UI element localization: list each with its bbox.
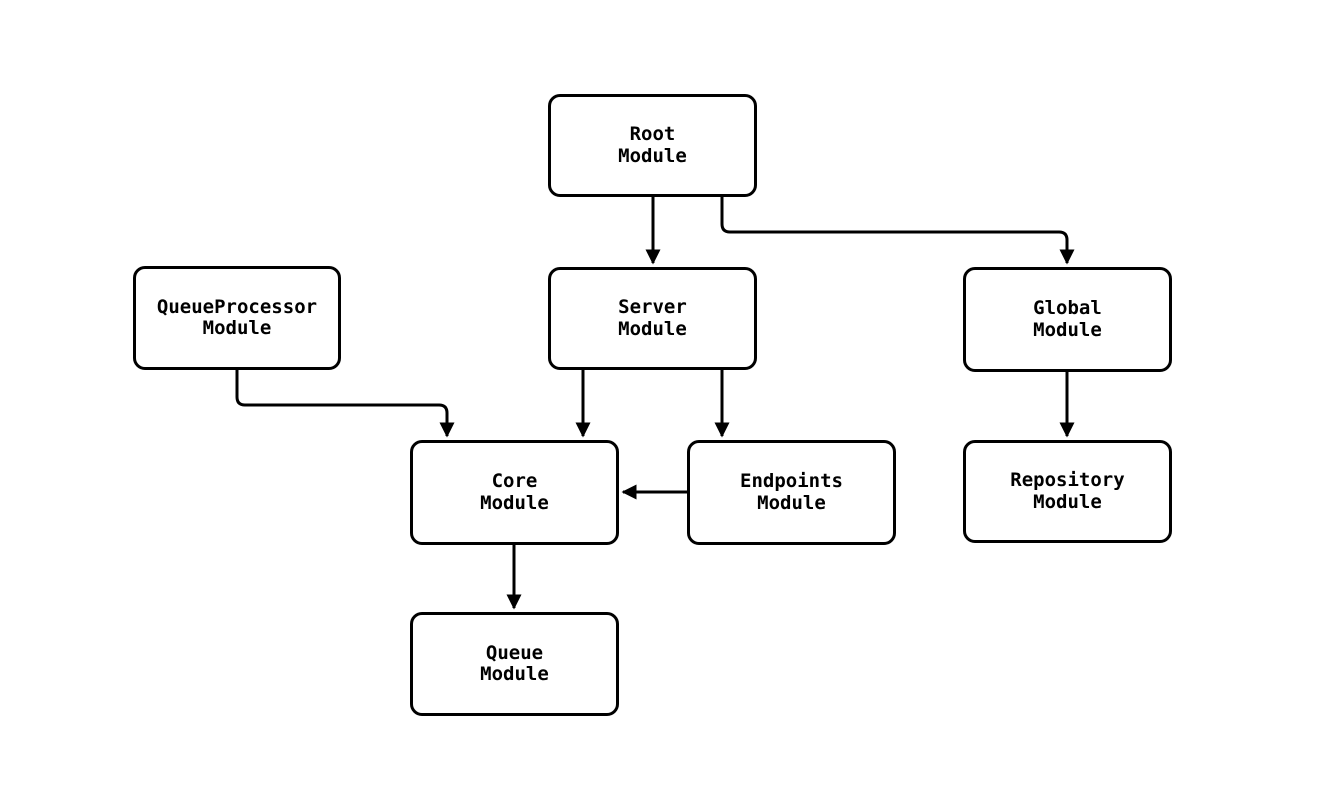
- node-endpoints-module: Endpoints Module: [687, 440, 896, 545]
- node-queueprocessor-module: QueueProcessor Module: [133, 266, 341, 370]
- node-server-module: Server Module: [548, 267, 757, 370]
- node-root-module: Root Module: [548, 94, 757, 197]
- node-global-module-label: Global Module: [1033, 297, 1102, 341]
- node-core-module-label: Core Module: [480, 470, 549, 514]
- node-server-module-label: Server Module: [618, 296, 687, 340]
- node-queue-module: Queue Module: [410, 612, 619, 716]
- node-endpoints-module-label: Endpoints Module: [740, 470, 843, 514]
- node-repository-module-label: Repository Module: [1010, 469, 1125, 513]
- node-root-module-label: Root Module: [618, 123, 687, 167]
- edge-queueprocessor-to-core: [235, 370, 455, 438]
- node-queueprocessor-module-label: QueueProcessor Module: [156, 295, 318, 339]
- node-global-module: Global Module: [963, 267, 1172, 372]
- node-core-module: Core Module: [410, 440, 619, 545]
- edge-root-to-global: [720, 197, 1075, 265]
- node-queue-module-label: Queue Module: [480, 641, 549, 685]
- node-repository-module: Repository Module: [963, 440, 1172, 543]
